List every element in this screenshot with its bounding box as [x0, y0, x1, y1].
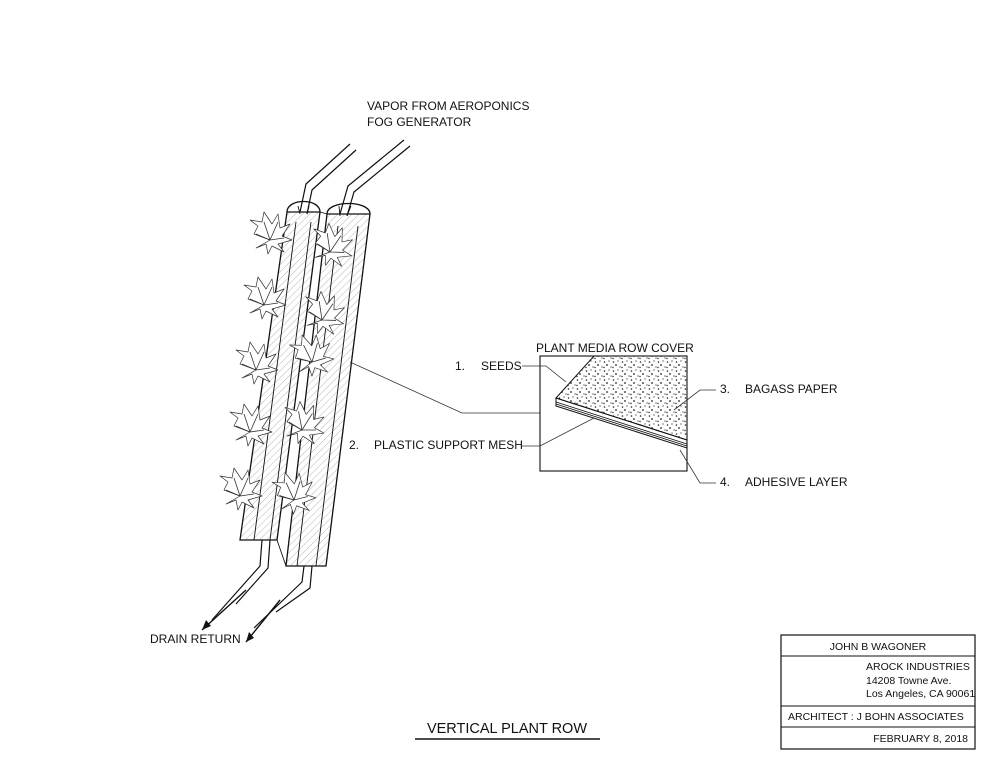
detail-box: PLANT MEDIA ROW COVER [536, 341, 694, 471]
callout-2-number: 2. [349, 438, 359, 452]
designer-name: JOHN B WAGONER [830, 641, 927, 653]
drawing-date: FEBRUARY 8, 2018 [873, 733, 968, 745]
callout-4-number: 4. [720, 475, 730, 489]
address-line-1: 14208 Towne Ave. [866, 675, 951, 687]
plant-row-assembly [202, 140, 410, 642]
callout-1-number: 1. [455, 359, 465, 373]
callout-1-text: SEEDS [481, 359, 522, 373]
callout-2-text: PLASTIC SUPPORT MESH [374, 438, 523, 452]
drawing-title: VERTICAL PLANT ROW [427, 721, 587, 737]
company-name: AROCK INDUSTRIES [866, 661, 970, 673]
title-block: JOHN B WAGONER AROCK INDUSTRIES 14208 To… [781, 635, 975, 749]
vapor-label-line1: VAPOR FROM AEROPONICS [367, 99, 529, 113]
address-line-2: Los Angeles, CA 90061 [866, 688, 975, 700]
callout-3-text: BAGASS PAPER [745, 382, 838, 396]
callout-3-number: 3. [720, 382, 730, 396]
callout-4-text: ADHESIVE LAYER [745, 475, 848, 489]
architect-line: ARCHITECT : J BOHN ASSOCIATES [788, 711, 964, 723]
vapor-label-line2: FOG GENERATOR [367, 115, 472, 129]
drain-return-label: DRAIN RETURN [150, 632, 241, 646]
arrowhead-icon [202, 620, 211, 630]
detail-title: PLANT MEDIA ROW COVER [536, 341, 694, 355]
